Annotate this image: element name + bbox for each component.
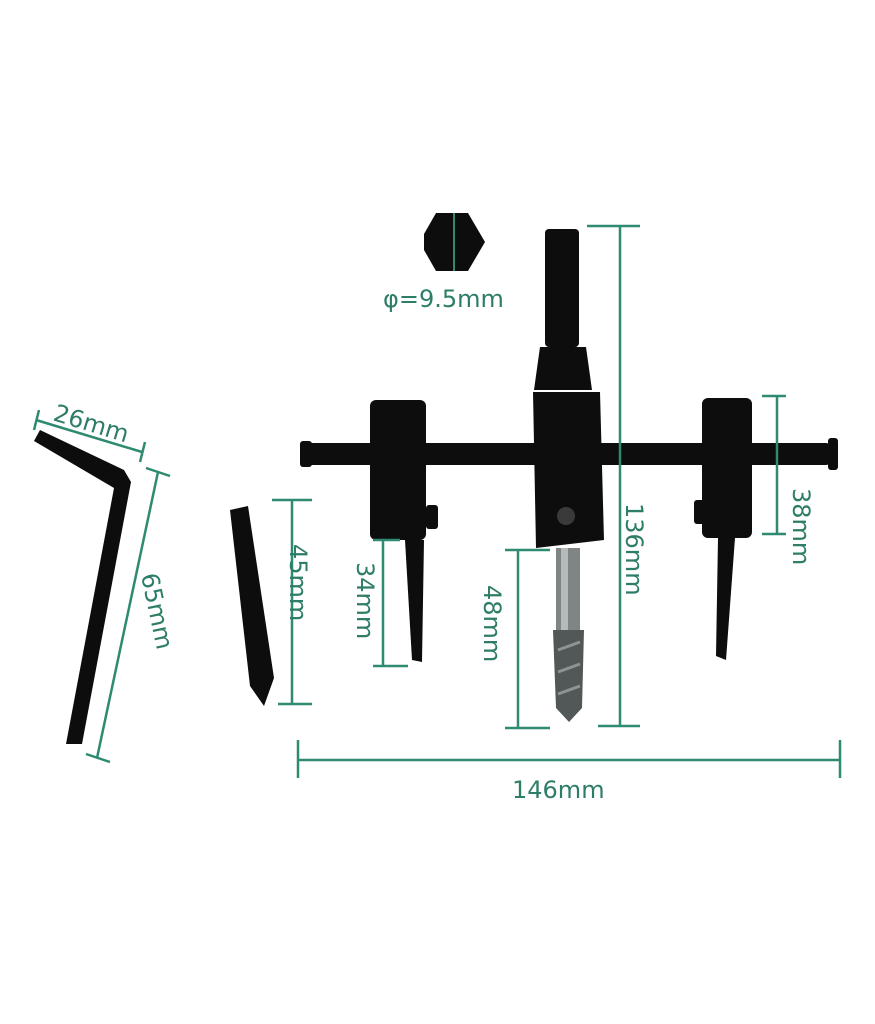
wrench-length-dimension: [85, 466, 171, 764]
overall-height-label: 136mm: [620, 503, 648, 596]
shank-cross-section: [424, 213, 485, 271]
left-blade-label: 34mm: [351, 562, 379, 639]
right-blade-label: 38mm: [787, 488, 815, 565]
circle-cutter-tool: [300, 229, 838, 722]
overall-width-dimension: [296, 740, 842, 778]
pilot-length-dimension: [272, 498, 312, 706]
wrench-length-label: 65mm: [135, 570, 178, 651]
wrench-width-dimension: [32, 409, 147, 463]
allen-wrench: [34, 430, 131, 744]
drill-length-label: 48mm: [478, 585, 506, 662]
pilot-bit: [230, 506, 274, 706]
shank-diameter-label: φ=9.5mm: [383, 285, 504, 313]
drill-length-dimension: [505, 548, 550, 730]
right-blade-dimension: [762, 394, 786, 536]
pilot-length-label: 45mm: [284, 544, 312, 621]
left-blade-dimension: [373, 538, 408, 668]
overall-height-dimension: [587, 224, 640, 728]
overall-width-label: 146mm: [512, 776, 605, 804]
